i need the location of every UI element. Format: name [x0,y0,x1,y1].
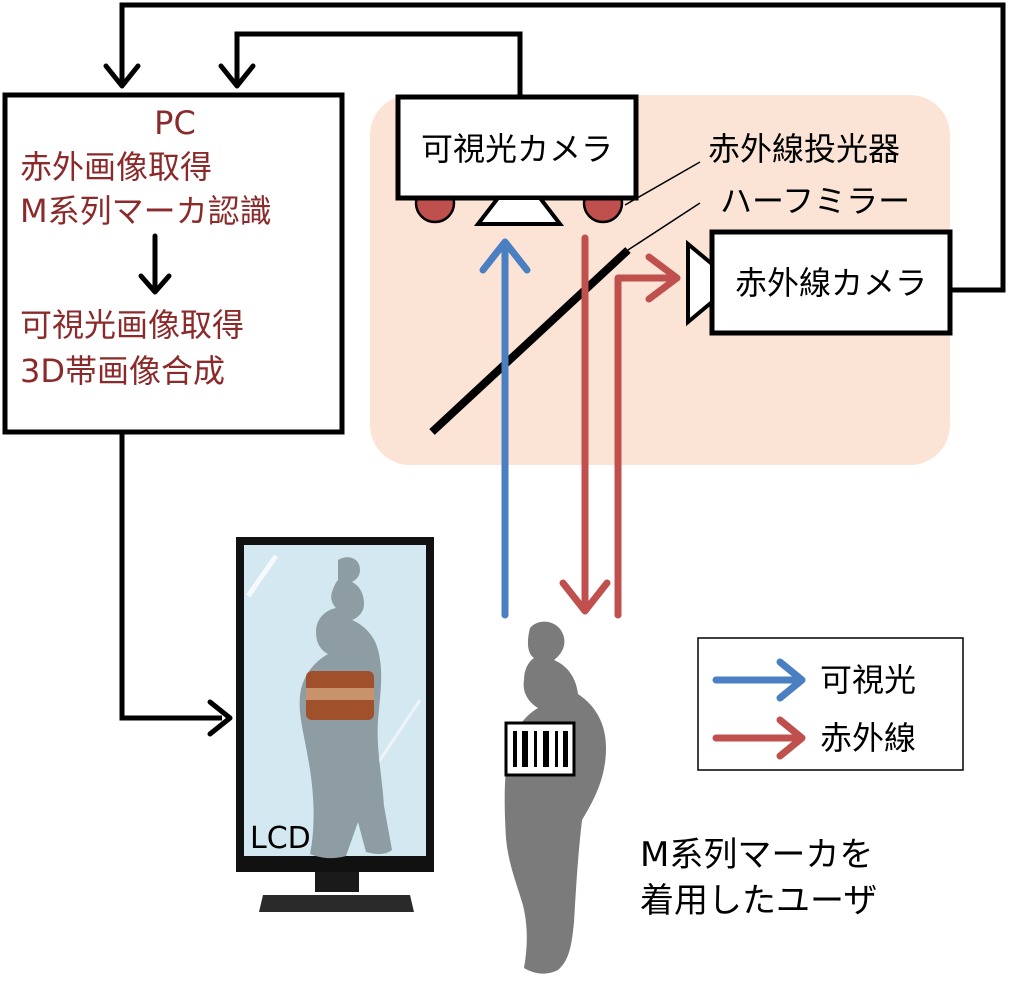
ir-camera-box [709,229,953,336]
legend-infrared-label: 赤外線 [820,719,916,757]
arrowhead-to-pc-left [103,63,141,89]
wire-pc-to-lcd [119,432,222,721]
user-caption-line2: 着用したユーザ [640,881,877,921]
visible-camera-lens [473,196,565,226]
legend-box [697,637,964,771]
visible-camera-box [395,94,639,201]
wire-arrowheads [103,63,256,737]
lcd-obi-stripe [306,688,374,700]
legend-visible-label: 可視光 [820,661,916,699]
half-mirror-label: ハーフミラー [720,182,910,220]
visible-light-path [479,238,531,619]
pc-step1-line1: 赤外画像取得 [20,148,212,186]
m-sequence-marker [504,721,576,777]
lcd-neck [315,872,359,892]
pc-flow-arrow [138,233,172,295]
pc-step2-line1: 可視光画像取得 [20,306,244,344]
lcd-glare [245,554,279,598]
user-caption-line1: M系列マーカを [640,835,873,875]
pc-step1-line2: M系列マーカ認識 [20,192,272,230]
legend-visible-arrow [712,658,806,702]
marker-bars [513,731,568,767]
infrared-return-path [614,253,681,619]
legend-infrared-arrow [712,716,806,760]
half-mirror [429,247,631,435]
lcd-stand-base [259,895,414,912]
pc-step2-line2: 3D帯画像合成 [20,352,225,390]
infrared-projection-path [559,234,611,615]
pc-box [2,92,345,435]
ir-camera-label: 赤外線カメラ [735,264,927,302]
pc-title: PC [154,104,196,142]
user-figure [504,621,606,974]
visible-camera-label: 可視光カメラ [421,130,613,168]
arrowhead-to-lcd [207,699,233,737]
user-silhouette [504,621,606,974]
lcd-monitor: LCD [236,537,434,912]
wiring [119,2,1006,721]
lcd-label: LCD [250,821,311,856]
wire-visible-camera-to-pc [234,31,523,97]
ir-projector-label: 赤外線投光器 [708,130,900,168]
ir-camera-lens [686,239,714,327]
half-mirror-leader [627,202,701,251]
wire-ir-camera-to-pc [119,2,1006,293]
arrowhead-to-pc-right [218,63,256,89]
